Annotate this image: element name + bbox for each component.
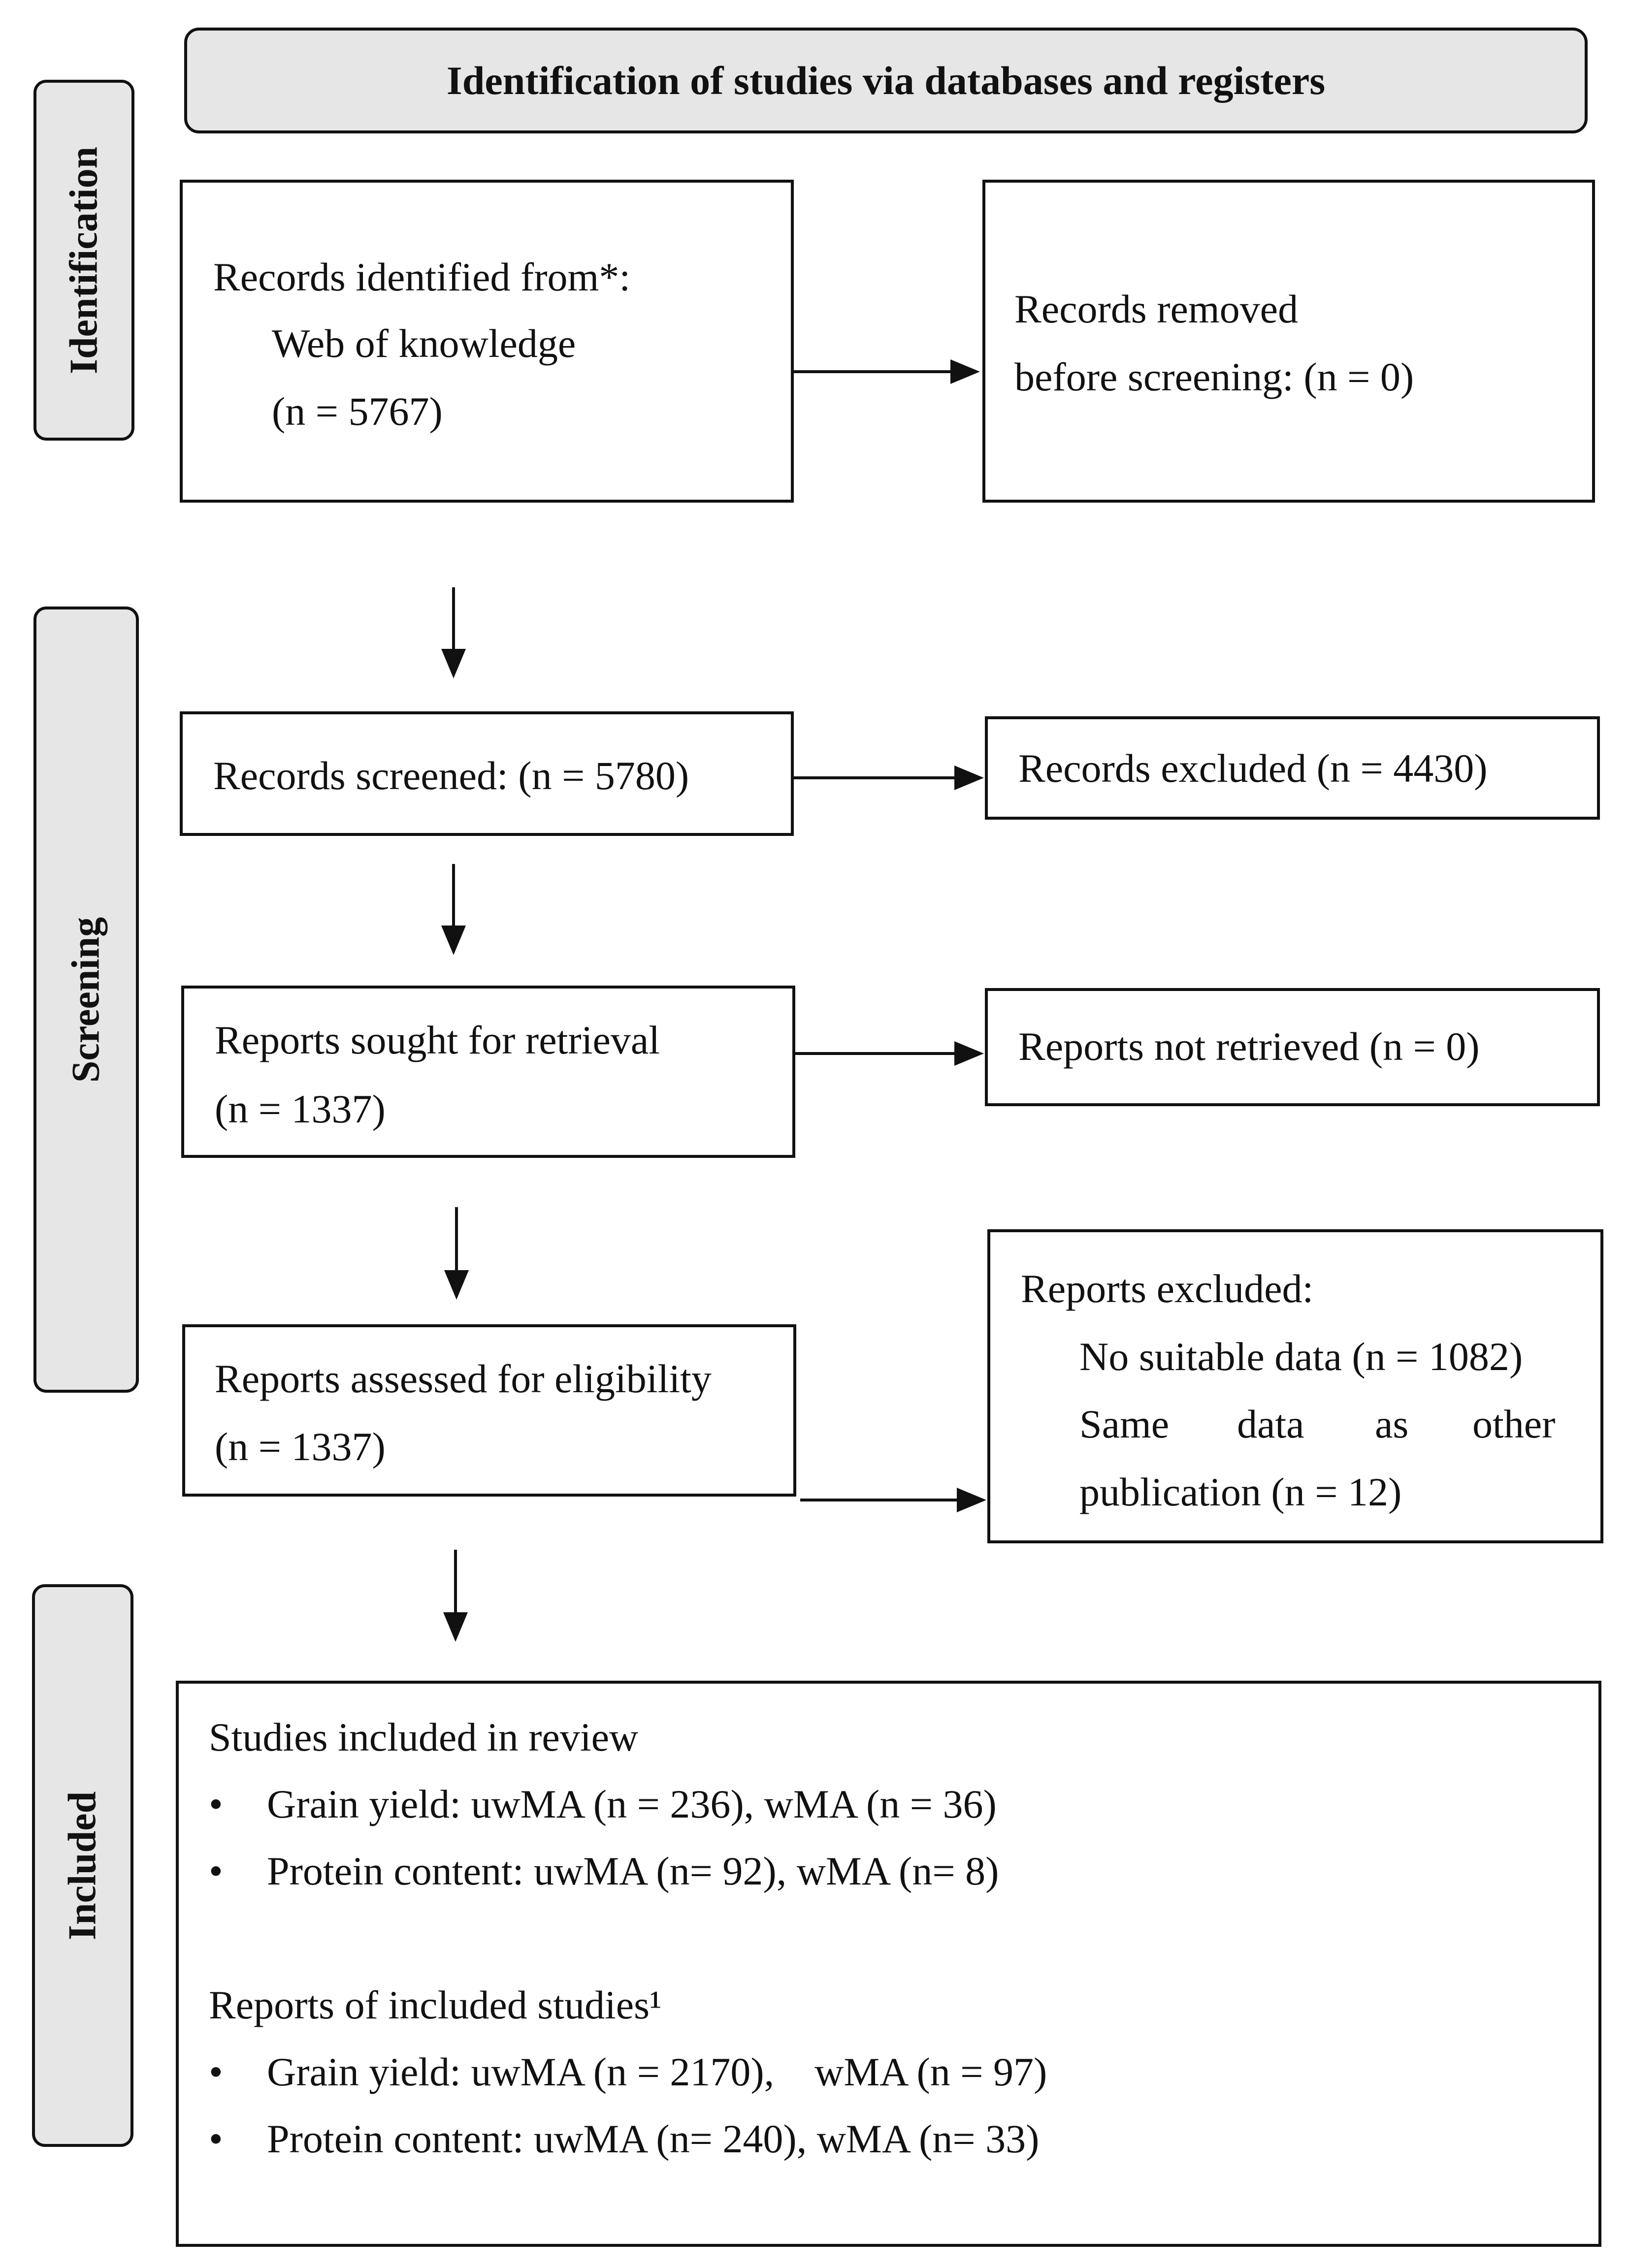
- header-identification-databases: Identification of studies via databases …: [184, 28, 1588, 133]
- arrow-down-4-head: [443, 1612, 468, 1642]
- reports-assessed-line1: Reports assessed for eligibility: [215, 1356, 712, 1401]
- header-title: Identification of studies via databases …: [446, 58, 1326, 103]
- reports-sought-line1: Reports sought for retrieval: [215, 1018, 660, 1062]
- records-excluded-text: Records excluded (n = 4430): [1018, 746, 1488, 791]
- studies-item-protein-content: Protein content: uwMA (n= 92), wMA (n= 8…: [267, 1849, 999, 1893]
- records-identified-box: [180, 180, 794, 503]
- reports-assessed-line2: (n = 1337): [215, 1424, 386, 1469]
- arrow-down-2-head: [441, 926, 466, 955]
- arrow-sought-to-not-retrieved-head: [954, 1041, 984, 1066]
- records-identified-line2: Web of knowledge: [272, 321, 576, 366]
- phase-screening: Screening: [33, 607, 139, 1393]
- studies-item-grain-yield: Grain yield: uwMA (n = 236), wMA (n = 36…: [267, 1782, 997, 1826]
- arrow-screened-to-excluded-head: [954, 766, 984, 790]
- phase-identification: Identification: [33, 80, 134, 441]
- arrow-identified-to-removed-head: [950, 359, 980, 384]
- records-identified-line3: (n = 5767): [272, 389, 443, 434]
- reports-excluded-word-data: data: [1237, 1402, 1304, 1446]
- arrow-assessed-to-excluded-head: [957, 1488, 986, 1512]
- records-removed-line1: Records removed: [1014, 287, 1299, 331]
- records-screened-text: Records screened: (n = 5780): [213, 753, 689, 798]
- reports-item-protein-content: Protein content: uwMA (n= 240), wMA (n= …: [267, 2116, 1040, 2161]
- reports-excluded-line2: No suitable data (n = 1082): [1079, 1334, 1523, 1379]
- reports-sought-line2: (n = 1337): [215, 1086, 386, 1131]
- reports-excluded-word-same: Same: [1079, 1402, 1170, 1446]
- arrow-down-1-head: [441, 649, 466, 678]
- reports-sought-box: [181, 986, 795, 1158]
- studies-included-box: [176, 1681, 1601, 2247]
- reports-not-retrieved-text: Reports not retrieved (n = 0): [1018, 1024, 1480, 1069]
- reports-item-grain-yield: Grain yield: uwMA (n = 2170), wMA (n = 9…: [267, 2049, 1047, 2094]
- phase-included: Included: [32, 1584, 133, 2147]
- records-identified-line1: Records identified from*:: [213, 255, 631, 299]
- bullet-icon: •: [209, 1849, 223, 1893]
- records-removed-line2: before screening: (n = 0): [1014, 354, 1414, 399]
- bullet-icon: •: [209, 2049, 223, 2094]
- records-excluded-box: [985, 716, 1600, 820]
- studies-included-title: Studies included in review: [209, 1715, 639, 1759]
- reports-excluded-word-other: other: [1472, 1402, 1556, 1446]
- reports-excluded-box: [987, 1229, 1603, 1543]
- bullet-icon: •: [209, 2116, 223, 2161]
- records-removed-box: [982, 180, 1595, 503]
- bullet-icon: •: [209, 1782, 223, 1826]
- reports-not-retrieved-box: [985, 988, 1600, 1106]
- reports-included-title: Reports of included studies¹: [209, 1982, 662, 2027]
- arrow-down-3-head: [444, 1270, 469, 1300]
- reports-assessed-box: [182, 1324, 796, 1497]
- reports-excluded-line4: publication (n = 12): [1079, 1469, 1402, 1514]
- reports-excluded-line1: Reports excluded:: [1021, 1266, 1314, 1311]
- reports-excluded-word-as: as: [1375, 1402, 1409, 1446]
- records-screened-box: [180, 711, 794, 836]
